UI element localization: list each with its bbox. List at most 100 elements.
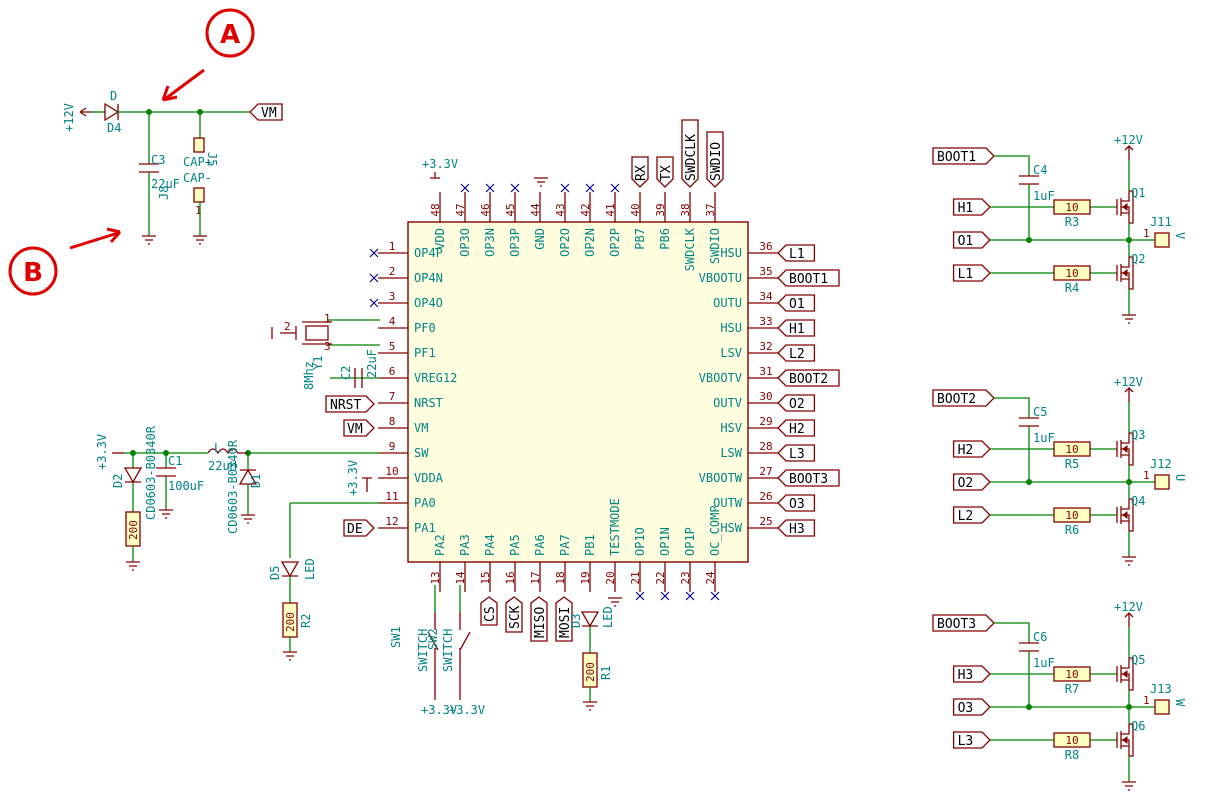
bootstrap-cap (1019, 417, 1039, 427)
pin-number: 23 (679, 571, 692, 584)
resistor-ref: R7 (1065, 682, 1079, 696)
y1-ref: Y1 (311, 356, 325, 370)
net-label-box (777, 244, 816, 262)
pin-name: VBOOTV (699, 371, 742, 385)
pin-name: OP4N (414, 271, 443, 285)
net-label-de-box (343, 519, 375, 537)
junction (1126, 479, 1132, 485)
connector-value: U (1173, 474, 1187, 481)
net-label-box (952, 198, 991, 216)
pin-number: 33 (759, 315, 772, 328)
pin-name: OP4O (414, 296, 443, 310)
pin-number: 18 (554, 571, 567, 584)
no-connect-marker (660, 591, 670, 601)
pin-name: OP1P (683, 527, 697, 556)
pin-number: 34 (759, 290, 773, 303)
pin-number: 8 (389, 415, 396, 428)
resistor (1053, 666, 1091, 682)
pin-name: PA0 (414, 496, 436, 510)
pin-number: 41 (604, 203, 617, 216)
mosfet-arrow (1122, 670, 1128, 678)
pin-number: 17 (529, 571, 542, 584)
pin-name: PA7 (558, 534, 572, 556)
resistor-ref: R3 (1065, 215, 1079, 229)
net-label-rx: RX (634, 165, 649, 181)
d3-value: LED (601, 606, 615, 628)
net-label-box (952, 264, 991, 282)
cap-ref: C6 (1033, 630, 1047, 644)
d5-value: LED (303, 558, 317, 580)
pin-name: OP3P (508, 228, 522, 257)
wire (994, 622, 1030, 643)
l-ref: L (214, 441, 221, 455)
pin-name: PA2 (433, 534, 447, 556)
mosfet (1116, 190, 1134, 224)
pin-name: HSU (720, 321, 742, 335)
pin-number: 36 (759, 240, 772, 253)
mosfet (1116, 723, 1134, 757)
pin-number: 22 (654, 571, 667, 584)
mcu-left-connections: 2 1 3 Y1 8Mhz C2 22uF NRST VM DE +3.3V (245, 312, 380, 558)
net-label-sck: SCK (508, 605, 523, 629)
pin-name: PA4 (483, 534, 497, 556)
pin-name: SW (414, 446, 429, 460)
no-connect-marker (685, 591, 695, 601)
text: 200 (127, 520, 140, 540)
input-power-section: +12V D D4 VM C3 22uF J5 CAP+ CAP- J8 1 (62, 89, 283, 245)
mosfet-ref: Q5 (1131, 653, 1145, 667)
path (302, 321, 332, 345)
net-label-h2: H2 (789, 422, 805, 437)
plus33v-buck-label: +3.3V (95, 434, 109, 470)
pin-number: 5 (389, 340, 396, 353)
pin-number: 29 (759, 415, 772, 428)
pin-number: 10 (385, 465, 398, 478)
no-connect-marker (485, 183, 495, 193)
text: 3 (324, 340, 331, 353)
plus12v-symbol (1124, 612, 1134, 627)
pin-number: 13 (429, 571, 442, 584)
diode-d4 (104, 102, 120, 122)
pin-name: SWDCLK (683, 227, 697, 271)
text: 1 (195, 204, 202, 217)
pin-number: 40 (629, 203, 642, 216)
net-label-boot3: BOOT3 (789, 472, 828, 487)
ground-symbol (1122, 556, 1136, 566)
pin-number: 45 (504, 203, 517, 216)
pin-name: SWDIO (708, 228, 722, 264)
pin-number: 44 (529, 203, 542, 217)
pin-name: HSW (720, 521, 742, 535)
mosfet-arrow (1122, 736, 1128, 744)
cap-value: 1uF (1033, 656, 1055, 670)
wire (289, 502, 380, 558)
resistor (1053, 441, 1091, 457)
net-label-o2: O2 (958, 476, 974, 491)
pin-number: 25 (759, 515, 772, 528)
net-label-box (952, 665, 991, 683)
capacitor-c2 (354, 368, 363, 388)
pin-number: 9 (389, 440, 396, 453)
d2-value: CD0603-B0340R (144, 425, 158, 520)
plus33v-label: +3.3V (422, 157, 458, 171)
net-label-l2: L2 (789, 347, 805, 362)
pin-name: PB6 (658, 228, 672, 250)
c1-value: 100uF (168, 479, 204, 493)
pin-number: 7 (389, 390, 396, 403)
net-label-boot3: BOOT3 (937, 617, 976, 632)
no-connect-marker (460, 183, 470, 193)
pin-name: HSU (720, 246, 742, 260)
net-label-box (952, 731, 991, 749)
pin-name: HSV (720, 421, 742, 435)
cap-ref: C4 (1033, 163, 1047, 177)
net-label-miso-box (530, 596, 548, 642)
bootstrap-cap (1019, 642, 1039, 652)
diode-d2 (123, 467, 143, 484)
junction (1026, 704, 1032, 710)
pin-number: 14 (454, 571, 467, 585)
no-connect-marker (610, 183, 620, 193)
pin-name: PA3 (458, 534, 472, 556)
pin-name: GND (533, 228, 547, 250)
path (434, 678, 461, 700)
buck-section: +3.3V L 22uH D1 CD0603-B0340R C1 100uF D… (95, 425, 263, 571)
